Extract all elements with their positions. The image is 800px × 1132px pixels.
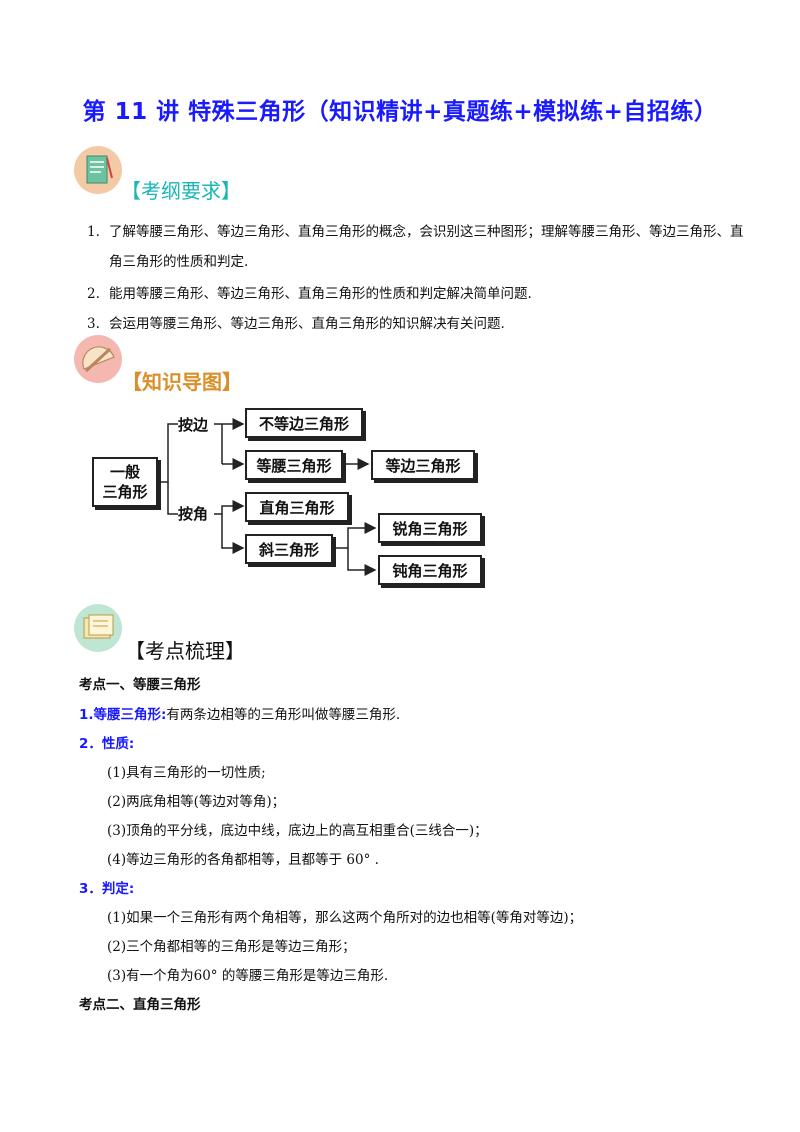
property-item: (2)两底角相等(等边对等角)； bbox=[107, 794, 286, 810]
list-item-text: 会运用等腰三角形、等边三角形、直角三角形的知识解决有关问题. bbox=[109, 316, 505, 332]
map-node-isosceles: 等腰三角形 bbox=[245, 450, 343, 480]
map-node-oblique: 斜三角形 bbox=[245, 534, 333, 564]
judgement-item: (1)如果一个三角形有两个角相等，那么这两个角所对的边也相等(等角对等边)； bbox=[107, 910, 583, 926]
list-item: 3. 会运用等腰三角形、等边三角形、直角三角形的知识解决有关问题. bbox=[87, 309, 747, 339]
points-heading: 【考点梳理】 bbox=[125, 639, 245, 663]
requirements-list: 1. 了解等腰三角形、等边三角形、直角三角形的概念，会识别这三种图形；理解等腰三… bbox=[87, 217, 747, 339]
definition-line: 1.等腰三角形:有两条边相等的三角形叫做等腰三角形. bbox=[79, 703, 400, 723]
judgement-label: 3．判定: bbox=[79, 881, 135, 897]
judgement-item: (2)三个角都相等的三角形是等边三角形； bbox=[107, 939, 356, 955]
property-label: 2．性质: bbox=[79, 736, 135, 752]
property-item: (1)具有三角形的一切性质; bbox=[107, 765, 266, 781]
notebook-icon bbox=[74, 146, 122, 194]
list-item-text: 了解等腰三角形、等边三角形、直角三角形的概念，会识别这三种图形；理解等腰三角形、… bbox=[109, 224, 744, 270]
map-node-acute: 锐角三角形 bbox=[378, 513, 482, 543]
map-root-line1: 一般 bbox=[109, 463, 140, 481]
list-item: 2. 能用等腰三角形、等边三角形、直角三角形的性质和判定解决简单问题. bbox=[87, 279, 747, 309]
definition-label: 1.等腰三角形: bbox=[79, 707, 167, 723]
map-branch-side: 按边 bbox=[178, 416, 209, 434]
map-node-obtuse: 钝角三角形 bbox=[378, 555, 482, 585]
property-item: (4)等边三角形的各角都相等，且都等于 60° . bbox=[107, 852, 379, 868]
point1-title: 考点一、等腰三角形 bbox=[79, 677, 201, 693]
list-item-number: 3. bbox=[87, 316, 100, 332]
list-item-text: 能用等腰三角形、等边三角形、直角三角形的性质和判定解决简单问题. bbox=[109, 286, 532, 302]
list-item-number: 1. bbox=[87, 224, 100, 240]
map-node-right: 直角三角形 bbox=[245, 492, 349, 522]
map-node-scalene: 不等边三角形 bbox=[245, 408, 363, 438]
map-node-equilateral: 等边三角形 bbox=[371, 450, 475, 480]
map-branch-angle: 按角 bbox=[178, 505, 209, 523]
requirements-heading: 【考纲要求】 bbox=[121, 179, 241, 203]
list-item-number: 2. bbox=[87, 286, 100, 302]
protractor-icon bbox=[74, 335, 122, 383]
property-item: (3)顶角的平分线，底边中线，底边上的高互相重合(三线合一)； bbox=[107, 823, 488, 839]
definition-text: 有两条边相等的三角形叫做等腰三角形. bbox=[166, 707, 401, 723]
document-title: 第 11 讲 特殊三角形（知识精讲+真题练+模拟练+自招练） bbox=[82, 99, 718, 125]
map-root-line2: 三角形 bbox=[102, 483, 148, 501]
judgement-item: (3)有一个角为60° 的等腰三角形是等边三角形. bbox=[107, 968, 389, 984]
map-root-box: 一般 三角形 bbox=[92, 457, 158, 507]
document-icon bbox=[74, 604, 122, 652]
map-heading: 【知识导图】 bbox=[122, 370, 242, 394]
list-item: 1. 了解等腰三角形、等边三角形、直角三角形的概念，会识别这三种图形；理解等腰三… bbox=[87, 217, 747, 277]
point2-title: 考点二、直角三角形 bbox=[79, 997, 201, 1013]
